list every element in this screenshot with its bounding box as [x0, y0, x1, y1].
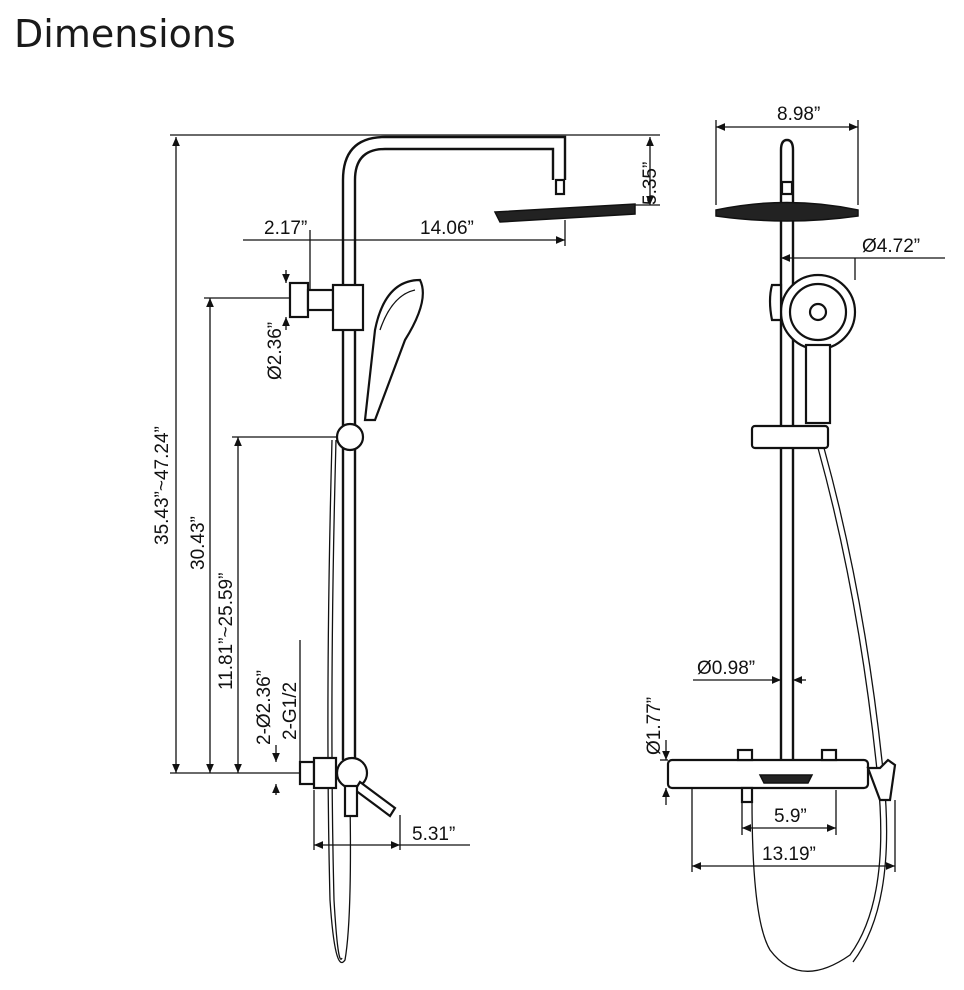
- holder-diameter-label: Ø2.36”: [265, 322, 286, 380]
- total-height-label: 35.43”~47.24”: [152, 426, 173, 545]
- arm-reach-label: 14.06”: [420, 218, 474, 239]
- rail-diameter-label: Ø0.98”: [697, 658, 755, 679]
- handshower-diameter-label: Ø4.72”: [862, 236, 920, 257]
- page-title: Dimensions: [14, 12, 236, 56]
- slider-range-label: 11.81”~25.59”: [216, 573, 237, 690]
- wall-offset-label: 2.17”: [264, 218, 307, 239]
- side-view-drawing: [170, 134, 660, 964]
- inlet-diameter-label: 2-Ø2.36”: [254, 670, 275, 745]
- valve-depth-label: 5.31”: [412, 824, 455, 845]
- front-view-drawing: [660, 120, 945, 972]
- head-drop-label: 5.35”: [640, 162, 661, 205]
- inlet-spacing-label: 5.9”: [774, 806, 807, 827]
- valve-diameter-label: Ø1.77”: [644, 697, 665, 755]
- head-height-label: 30.43”: [188, 516, 209, 570]
- inlet-thread-label: 2-G1/2: [280, 682, 301, 740]
- head-width-label: 8.98”: [777, 104, 820, 125]
- valve-width-label: 13.19”: [762, 844, 816, 865]
